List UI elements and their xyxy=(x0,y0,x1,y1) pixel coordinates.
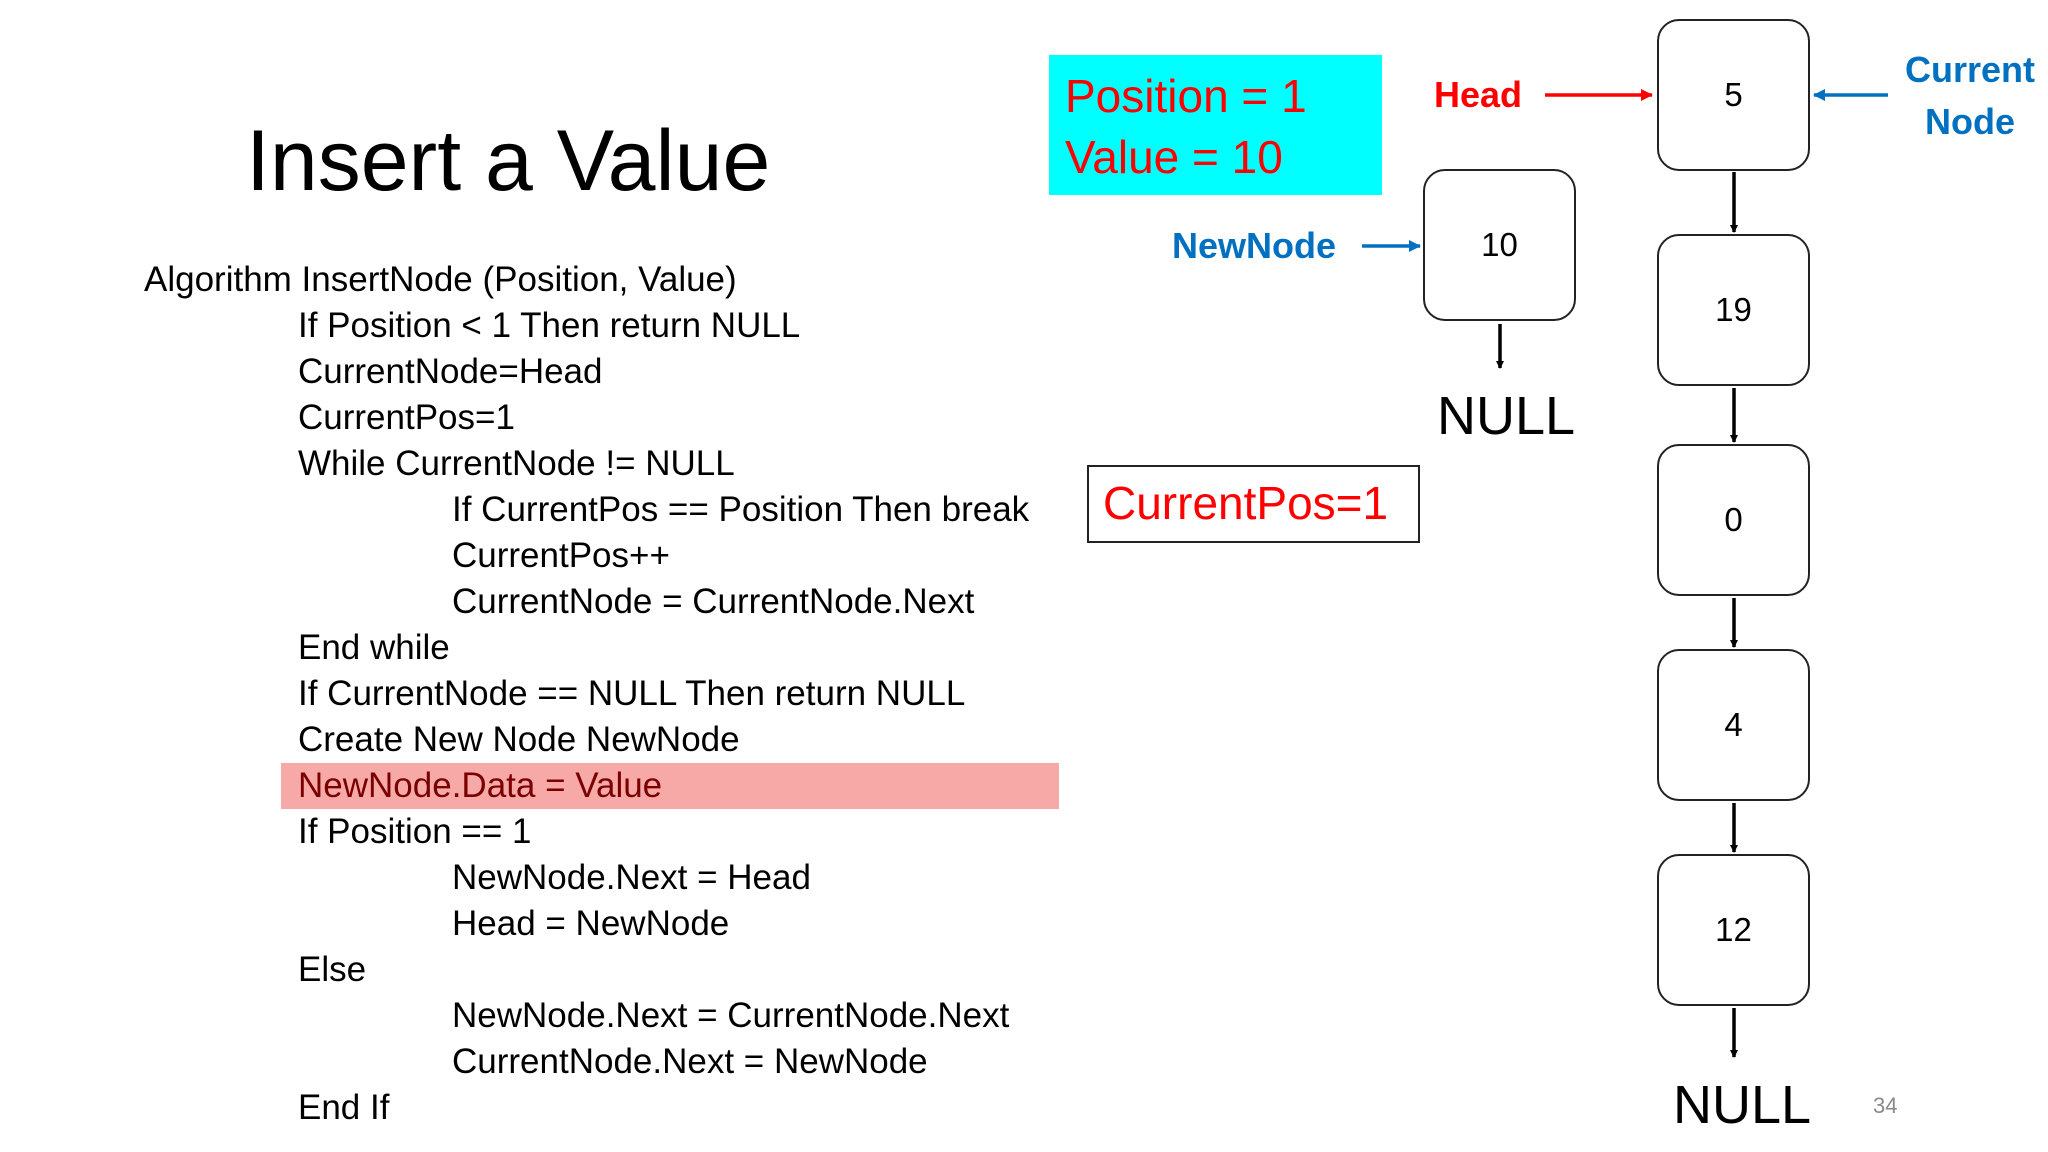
code-line: Else xyxy=(298,950,367,989)
highlight-bar xyxy=(281,763,1059,809)
code-line: End while xyxy=(298,628,450,667)
code-line: NewNode.Next = Head xyxy=(452,858,811,897)
current-pos-value: CurrentPos=1 xyxy=(1103,477,1389,529)
slide-title: Insert a Value xyxy=(246,113,771,209)
code-line: Algorithm InsertNode (Position, Value) xyxy=(144,260,737,299)
current-node-label-line2: Node xyxy=(1925,101,2015,142)
list-node: 19 xyxy=(1657,234,1810,386)
code-line: If Position == 1 xyxy=(298,812,532,851)
list-node: 5 xyxy=(1657,19,1810,171)
list-node: 12 xyxy=(1657,854,1810,1006)
list-node: 4 xyxy=(1657,649,1810,801)
position-value: Position = 1 xyxy=(1065,70,1307,122)
value-value: Value = 10 xyxy=(1065,131,1283,183)
code-line: If CurrentPos == Position Then break xyxy=(452,490,1030,529)
code-line: CurrentPos=1 xyxy=(298,398,515,437)
code-line: If Position < 1 Then return NULL xyxy=(298,306,801,345)
code-line: CurrentPos++ xyxy=(452,536,670,575)
node-value: 10 xyxy=(1481,226,1518,263)
node-value: 4 xyxy=(1724,706,1743,743)
newnode-label: NewNode xyxy=(1172,225,1337,266)
code-line-highlighted: NewNode.Data = Value xyxy=(298,766,663,805)
code-line: End If xyxy=(298,1088,390,1127)
current-pos-box: CurrentPos=1 xyxy=(1087,465,1420,543)
code-line: Head = NewNode xyxy=(452,904,730,943)
code-line: While CurrentNode != NULL xyxy=(298,444,735,483)
code-line: NewNode.Next = CurrentNode.Next xyxy=(452,996,1010,1035)
node-value: 12 xyxy=(1715,911,1752,948)
list-node: 0 xyxy=(1657,444,1810,596)
code-line: If CurrentNode == NULL Then return NULL xyxy=(298,674,966,713)
code-line: CurrentNode = CurrentNode.Next xyxy=(452,582,975,621)
parameters-box: Position = 1 Value = 10 xyxy=(1049,55,1382,195)
head-label: Head xyxy=(1434,74,1523,115)
page-number: 34 xyxy=(1873,1093,1898,1118)
node-value: 19 xyxy=(1715,291,1752,328)
code-line: Create New Node NewNode xyxy=(298,720,740,759)
code-line: CurrentNode.Next = NewNode xyxy=(452,1042,928,1081)
new-node: 10 xyxy=(1423,169,1576,321)
node-value: 0 xyxy=(1724,501,1743,538)
newnode-null: NULL xyxy=(1437,386,1576,446)
node-value: 5 xyxy=(1724,76,1743,113)
code-line: CurrentNode=Head xyxy=(298,352,603,391)
current-node-label-line1: Current xyxy=(1905,49,2036,90)
list-null: NULL xyxy=(1673,1075,1812,1135)
